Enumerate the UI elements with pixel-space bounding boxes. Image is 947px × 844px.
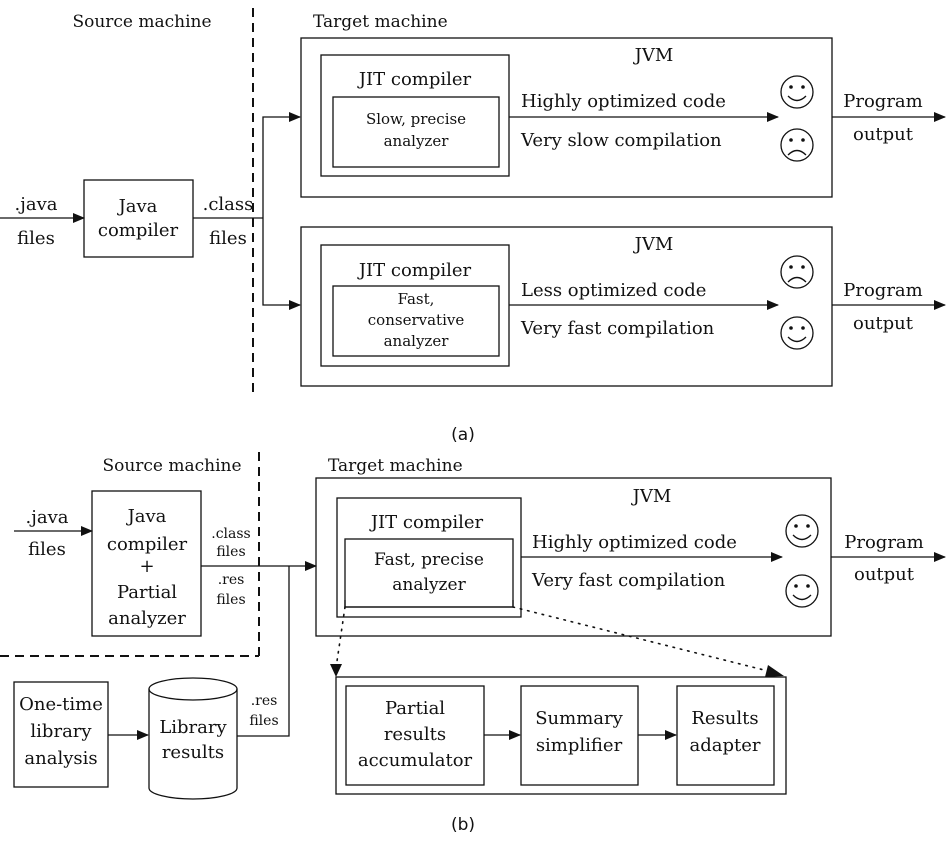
jvm-bottom-box (300, 226, 833, 387)
jit-top-label: JIT compiler (357, 69, 472, 90)
res-files-label-2: files (216, 592, 245, 608)
source-machine-label: Source machine (72, 12, 211, 32)
output-label-1: Program (844, 532, 923, 553)
analyzer-top-label-1: Slow, precise (366, 110, 466, 128)
library-results-database (148, 677, 238, 800)
java-files-label-1: .java (15, 194, 58, 215)
bottom-code-label: Less optimized code (521, 280, 706, 301)
happy-face-icon (785, 514, 819, 548)
top-output-label-2: output (853, 124, 914, 145)
sad-face-icon (780, 255, 814, 289)
res-files-label-1: .res (218, 572, 245, 588)
class-files-label-1: .class (203, 194, 254, 215)
lib-res-files-label-1: .res (251, 693, 278, 709)
zoom-line-right (512, 606, 773, 673)
caption-a: (a) (451, 425, 475, 445)
accumulator-label-1: Partial (385, 698, 445, 719)
library-analysis-label-3: analysis (24, 748, 97, 769)
java-compiler-label-2: compiler (98, 220, 179, 241)
jit-top-box (320, 54, 510, 177)
simplifier-label-1: Summary (535, 708, 623, 729)
analyzer-bottom-label-2: conservative (368, 311, 465, 329)
zoom-bracket (344, 600, 514, 608)
analyzer-label-2: analyzer (392, 575, 466, 595)
jit-label: JIT compiler (369, 512, 484, 533)
analyzer-top-label-2: analyzer (384, 132, 450, 150)
lib-res-files-label-2: files (249, 713, 278, 729)
happy-face-icon (780, 75, 814, 109)
java-compiler-box (83, 179, 194, 258)
compiler-label-2: compiler (107, 534, 188, 555)
output-label-2: output (854, 564, 915, 585)
compiler-label-3: + (139, 556, 154, 577)
zoom-arrowhead-right (765, 665, 784, 677)
analyzer-top-box (332, 96, 500, 168)
source-machine-label: Source machine (102, 456, 241, 476)
panel-a: Source machine Target machine .java file… (0, 8, 946, 445)
happy-face-icon (780, 316, 814, 350)
target-machine-label: Target machine (328, 456, 463, 476)
jvm-top-title: JVM (633, 45, 674, 66)
sad-face-icon (780, 128, 814, 162)
happy-face-icon (785, 574, 819, 608)
compilation-label: Very fast compilation (531, 570, 726, 591)
jit-bottom-label: JIT compiler (357, 260, 472, 281)
compiler-analyzer-box (91, 490, 202, 637)
library-analysis-label-2: library (30, 721, 92, 742)
accumulator-label-2: results (384, 724, 446, 745)
caption-b: (b) (451, 815, 475, 835)
adapter-box (676, 685, 775, 786)
class-files-label-1: .class (211, 526, 250, 542)
code-label: Highly optimized code (532, 532, 737, 553)
class-to-jvm-top-arrow (262, 112, 301, 218)
library-res-connector (237, 566, 290, 737)
panel-b: Source machine Target machine .java file… (0, 452, 946, 835)
class-to-jvm-bottom-arrow (262, 218, 301, 310)
analyzer-label-1: Fast, precise (374, 550, 484, 570)
java-files-label-2: files (17, 228, 55, 249)
analyzer-bottom-label-3: analyzer (384, 332, 450, 350)
compiler-label-5: analyzer (108, 608, 186, 629)
class-files-label-2: files (216, 544, 245, 560)
jvm-title: JVM (631, 486, 672, 507)
java-compiler-label-1: Java (117, 196, 158, 217)
adapter-label-2: adapter (690, 735, 761, 756)
zoom-arrowhead-left (330, 664, 342, 677)
java-files-label-1: .java (26, 507, 69, 528)
analyzer-bottom-box (332, 285, 500, 357)
top-output-label-1: Program (843, 91, 922, 112)
adapter-label-1: Results (691, 708, 758, 729)
class-files-label-2: files (209, 228, 247, 249)
bottom-output-label-1: Program (843, 280, 922, 301)
compiler-label-1: Java (126, 506, 167, 527)
library-results-label-1: Library (159, 717, 227, 738)
compiler-label-4: Partial (117, 582, 177, 603)
simplifier-label-2: simplifier (536, 735, 623, 756)
library-results-label-2: results (162, 742, 224, 763)
top-compilation-label: Very slow compilation (520, 130, 722, 151)
bottom-compilation-label: Very fast compilation (520, 318, 715, 339)
library-analysis-label-1: One-time (19, 694, 103, 715)
bottom-output-label-2: output (853, 313, 914, 334)
accumulator-label-3: accumulator (358, 750, 473, 771)
analyzer-bottom-label-1: Fast, (398, 290, 435, 308)
target-machine-label: Target machine (313, 12, 448, 32)
jvm-bottom-title: JVM (633, 234, 674, 255)
analyzer-detail-box (335, 676, 787, 795)
java-files-label-2: files (28, 539, 66, 560)
top-code-label: Highly optimized code (521, 91, 726, 112)
zoom-line-left (335, 606, 346, 669)
